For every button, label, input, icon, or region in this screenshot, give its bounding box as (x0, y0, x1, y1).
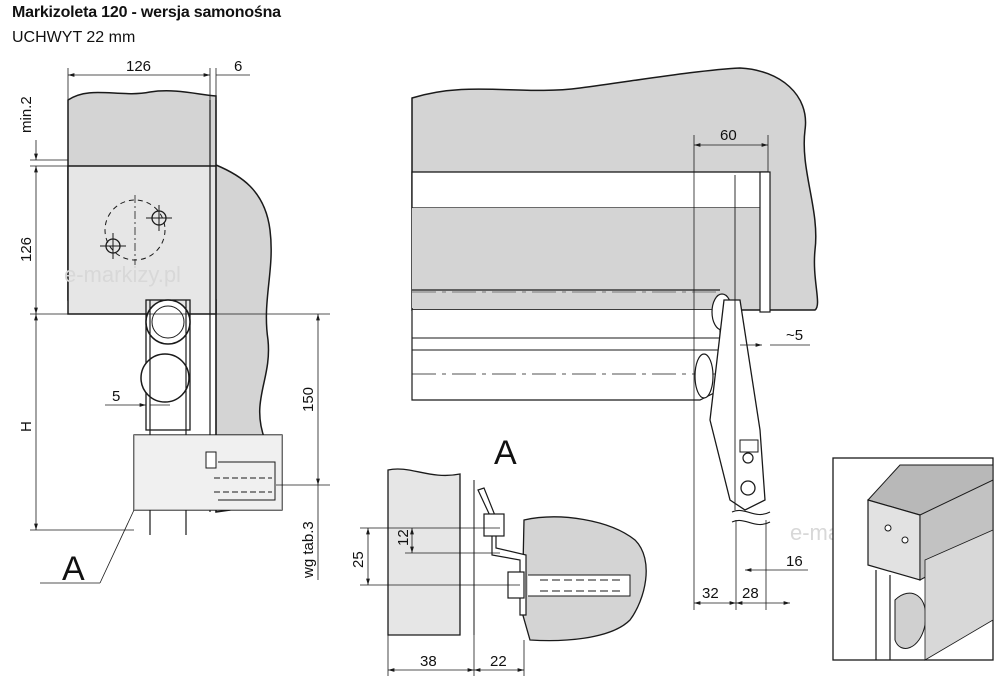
detail-profile (387, 468, 461, 636)
detail-a-view: A 25 12 38 22 (350, 434, 647, 676)
left-side-view: 126 6 min.2 126 H 150 wg tab.3 5 A (18, 58, 330, 588)
perspective-inset (832, 457, 994, 661)
dim-22: 22 (490, 653, 507, 670)
dim-H: H (18, 421, 35, 432)
drawing-subtitle: UCHWYT 22 mm (12, 29, 136, 46)
dim-28: 28 (742, 585, 759, 602)
roller-lower (140, 353, 190, 403)
dim-6: 6 (234, 58, 242, 75)
dim-wg-tab: wg tab.3 (300, 521, 317, 579)
watermark-left: e-markizy.pl (64, 262, 181, 287)
roller-upper (145, 299, 191, 345)
dim-12: 12 (395, 529, 412, 546)
dim-min2: min.2 (18, 96, 35, 133)
detail-bracket (477, 487, 527, 616)
detail-label-a-center: A (494, 434, 517, 472)
drawing-title: Markizoleta 120 - wersja samonośna (12, 4, 281, 21)
dim-38: 38 (420, 653, 437, 670)
dim-16: 16 (786, 553, 803, 570)
support-arm (709, 299, 766, 511)
dim-5-left: 5 (112, 388, 120, 405)
dim-32: 32 (702, 585, 719, 602)
mounting-plate (67, 165, 217, 315)
dim-25: 25 (350, 551, 367, 568)
detail-label-a-left: A (62, 550, 85, 588)
cassette-profile (411, 171, 769, 209)
dim-approx-5: ~5 (786, 327, 803, 344)
dim-126-top: 126 (126, 58, 151, 75)
dim-150: 150 (300, 387, 317, 412)
dim-60: 60 (720, 127, 737, 144)
dim-126-side: 126 (18, 237, 35, 262)
front-view: 60 ~5 16 32 28 e-markizy.pl (411, 67, 907, 610)
